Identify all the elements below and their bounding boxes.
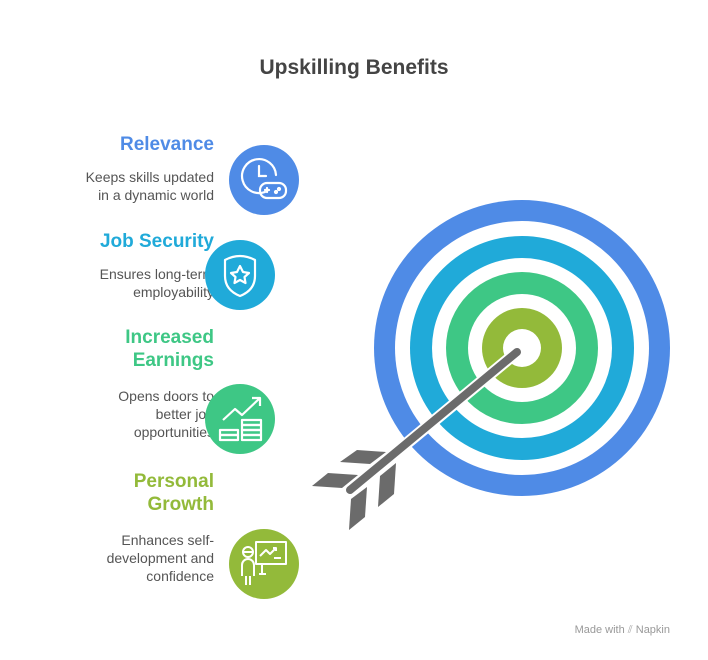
growth-coins-icon [205, 384, 275, 454]
presenter-chart-icon [229, 529, 299, 599]
clock-gamepad-icon [229, 145, 299, 215]
target [374, 200, 670, 496]
arrow [312, 346, 523, 530]
shield-star-icon [205, 240, 275, 310]
napkin-logo-icon: ⫽ [627, 624, 633, 636]
job-security-heading: Job Security [99, 231, 214, 252]
relevance-heading: Relevance [119, 134, 214, 155]
page-title: Upskilling Benefits [259, 56, 449, 79]
footer: Made with ⫽ Napkin [574, 624, 670, 636]
